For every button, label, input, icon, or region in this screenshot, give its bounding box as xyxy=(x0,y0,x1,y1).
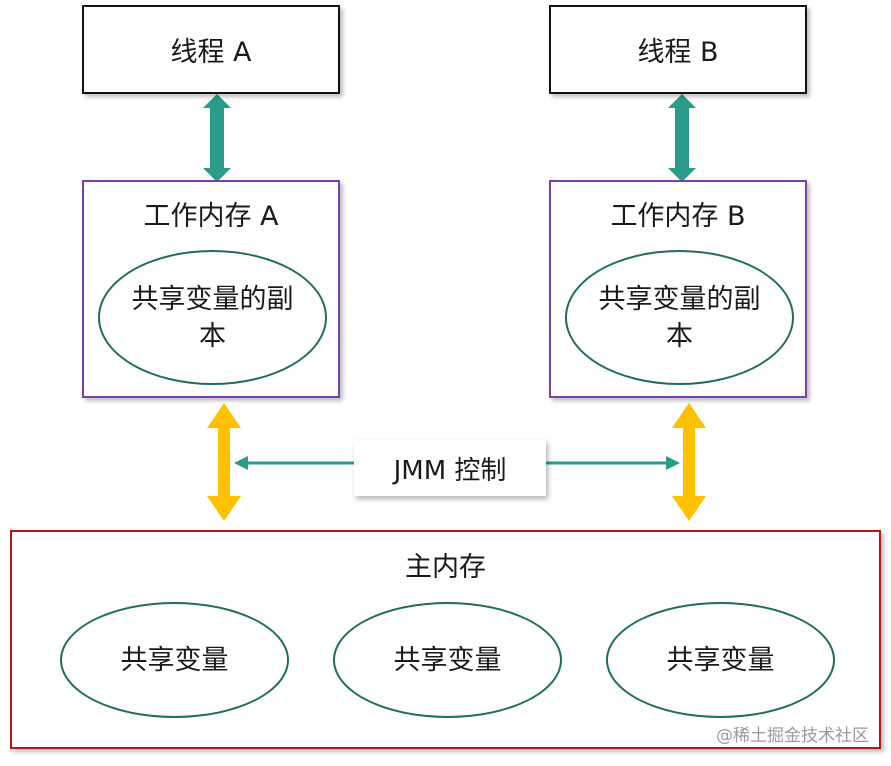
thread-b-box: 线程 B xyxy=(549,5,807,94)
thread-a-label: 线程 A xyxy=(170,37,252,68)
main-memory-box: 主内存 共享变量 共享变量 共享变量 xyxy=(10,530,881,749)
thread-a-workmem-arrow xyxy=(203,94,231,182)
thread-b-workmem-arrow xyxy=(668,94,696,182)
jmm-control-label: JMM 控制 xyxy=(393,455,507,486)
work-memory-b-title: 工作内存 B xyxy=(610,201,746,232)
workmem-b-main-arrow xyxy=(672,403,706,521)
work-memory-a-copy-ellipse: 共享变量的副本 xyxy=(98,250,327,385)
work-memory-b-copy-label: 共享变量的副本 xyxy=(598,283,761,352)
work-memory-a-copy-label: 共享变量的副本 xyxy=(131,283,294,352)
work-memory-b-copy-ellipse: 共享变量的副本 xyxy=(565,250,794,385)
workmem-a-main-arrow xyxy=(207,403,241,521)
shared-variable-label-1: 共享变量 xyxy=(120,644,229,676)
work-memory-b-box: 工作内存 B 共享变量的副本 xyxy=(549,180,807,398)
shared-variable-ellipse-1: 共享变量 xyxy=(60,602,289,718)
jmm-right-arrow xyxy=(546,456,680,470)
main-memory-title: 主内存 xyxy=(405,552,486,583)
work-memory-a-title: 工作内存 A xyxy=(143,201,279,232)
thread-a-box: 线程 A xyxy=(82,5,340,94)
jmm-left-arrow xyxy=(234,456,354,470)
shared-variable-ellipse-2: 共享变量 xyxy=(333,602,562,718)
shared-variable-label-2: 共享变量 xyxy=(393,644,502,676)
watermark: @稀土掘金技术社区 xyxy=(716,726,869,746)
shared-variable-label-3: 共享变量 xyxy=(666,644,775,676)
shared-variable-ellipse-3: 共享变量 xyxy=(606,602,835,718)
jmm-control-box: JMM 控制 xyxy=(354,440,546,496)
thread-b-label: 线程 B xyxy=(637,37,719,68)
work-memory-a-box: 工作内存 A 共享变量的副本 xyxy=(82,180,340,398)
